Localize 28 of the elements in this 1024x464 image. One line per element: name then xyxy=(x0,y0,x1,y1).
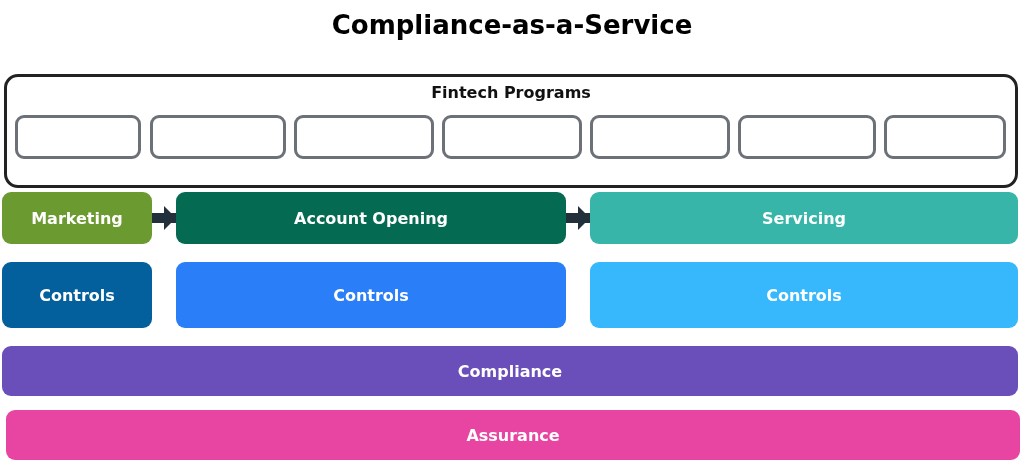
empty-box xyxy=(590,115,730,159)
box-label: Fintech Programs xyxy=(431,83,591,102)
stage-box xyxy=(590,192,1018,244)
box-label: Marketing xyxy=(31,208,123,228)
box-label: Servicing xyxy=(762,208,846,228)
stage-box xyxy=(2,192,152,244)
empty-box xyxy=(294,115,434,159)
empty-box xyxy=(442,115,582,159)
box-label: Assurance xyxy=(466,425,560,445)
box-label: Controls xyxy=(39,285,115,305)
box-label: Controls xyxy=(766,285,842,305)
stage-box xyxy=(176,262,566,328)
stage-box xyxy=(590,262,1018,328)
box-label: Controls xyxy=(333,285,409,305)
empty-box xyxy=(884,115,1006,159)
group-panel xyxy=(4,74,1018,188)
stage-box xyxy=(176,192,566,244)
stage-box xyxy=(2,346,1018,396)
arrow xyxy=(152,206,176,230)
empty-box xyxy=(150,115,286,159)
empty-box xyxy=(738,115,876,159)
box-label: Compliance xyxy=(457,361,563,381)
box-label: Account Opening xyxy=(294,208,448,228)
arrow xyxy=(566,206,590,230)
diagram-title: Compliance-as-a-Service xyxy=(330,10,694,40)
empty-box xyxy=(15,115,141,159)
stage-box xyxy=(2,262,152,328)
stage-box xyxy=(6,410,1020,460)
